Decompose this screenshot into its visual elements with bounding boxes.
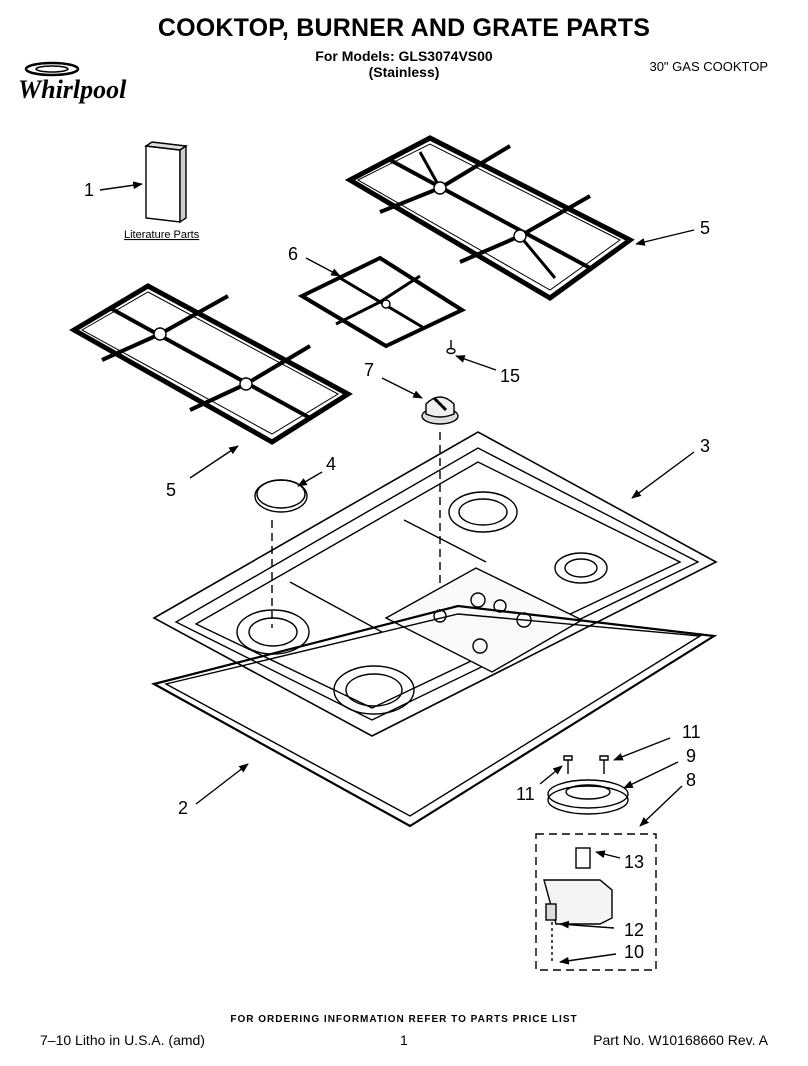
literature-parts-label: Literature Parts bbox=[124, 229, 200, 241]
arrow-9 bbox=[623, 761, 679, 789]
ordering-note: FOR ORDERING INFORMATION REFER TO PARTS … bbox=[230, 1014, 578, 1025]
arrow-15 bbox=[455, 355, 497, 371]
arrow-4 bbox=[297, 471, 323, 487]
whirlpool-logo: Whirlpool bbox=[18, 61, 127, 104]
callout-1: 1 bbox=[84, 180, 94, 200]
callout-10: 10 bbox=[624, 942, 644, 962]
callout-11-right: 11 bbox=[682, 722, 701, 742]
callout-3: 3 bbox=[700, 436, 710, 456]
arrow-2 bbox=[195, 763, 249, 805]
burner-gasket bbox=[254, 479, 308, 513]
callout-2: 2 bbox=[178, 798, 188, 818]
arrow-11-left bbox=[539, 765, 563, 785]
arrow-1 bbox=[99, 181, 143, 191]
arrow-5-right bbox=[635, 229, 695, 246]
control-knob bbox=[421, 396, 459, 425]
callout-8: 8 bbox=[686, 770, 696, 790]
product-type: 30" GAS COOKTOP bbox=[649, 59, 768, 74]
logo-wordmark: Whirlpool bbox=[18, 75, 127, 104]
models-line: For Models: GLS3074VS00 bbox=[315, 48, 493, 64]
arrow-7 bbox=[381, 377, 423, 399]
arrow-12 bbox=[559, 920, 615, 929]
grate-left bbox=[69, 283, 353, 445]
callout-4: 4 bbox=[326, 454, 336, 474]
page-title: COOKTOP, BURNER AND GRATE PARTS bbox=[157, 14, 651, 42]
arrow-11-right bbox=[613, 737, 671, 761]
model-info: For Models: GLS3074VS00 (Stainless) bbox=[0, 48, 808, 80]
arrow-6 bbox=[305, 257, 341, 277]
logo-swirl-inner bbox=[35, 65, 69, 73]
callout-15: 15 bbox=[500, 366, 520, 386]
literature-booklet bbox=[144, 141, 188, 224]
arrow-8 bbox=[639, 785, 683, 827]
arrow-3 bbox=[631, 451, 695, 499]
burner-base bbox=[547, 779, 629, 815]
cooktop-seal bbox=[151, 604, 718, 828]
callout-6: 6 bbox=[288, 244, 298, 264]
arrow-13 bbox=[595, 850, 621, 859]
finish-line: (Stainless) bbox=[368, 64, 440, 80]
cooktop-main-top bbox=[152, 431, 718, 737]
arrow-5-left bbox=[189, 445, 239, 479]
logo-swirl-outer bbox=[24, 61, 80, 77]
callout-5-right: 5 bbox=[700, 218, 710, 238]
leader-arrows bbox=[99, 181, 695, 965]
part-number: Part No. W10168660 Rev. A bbox=[593, 1032, 768, 1048]
callout-12: 12 bbox=[624, 920, 644, 940]
grate-right bbox=[344, 135, 635, 301]
callout-9: 9 bbox=[686, 746, 696, 766]
arrow-10 bbox=[559, 953, 617, 965]
grate-center bbox=[297, 255, 467, 349]
callout-13: 13 bbox=[624, 852, 644, 872]
litho-info: 7–10 Litho in U.S.A. (amd) bbox=[40, 1032, 205, 1048]
callout-11-left: 11 bbox=[516, 784, 535, 804]
callout-7: 7 bbox=[364, 360, 374, 380]
page-number: 1 bbox=[400, 1032, 408, 1048]
grate-bumper bbox=[446, 340, 456, 355]
burner-screws bbox=[563, 755, 609, 774]
callout-5-left: 5 bbox=[166, 480, 176, 500]
valve-assembly-box bbox=[535, 833, 657, 971]
